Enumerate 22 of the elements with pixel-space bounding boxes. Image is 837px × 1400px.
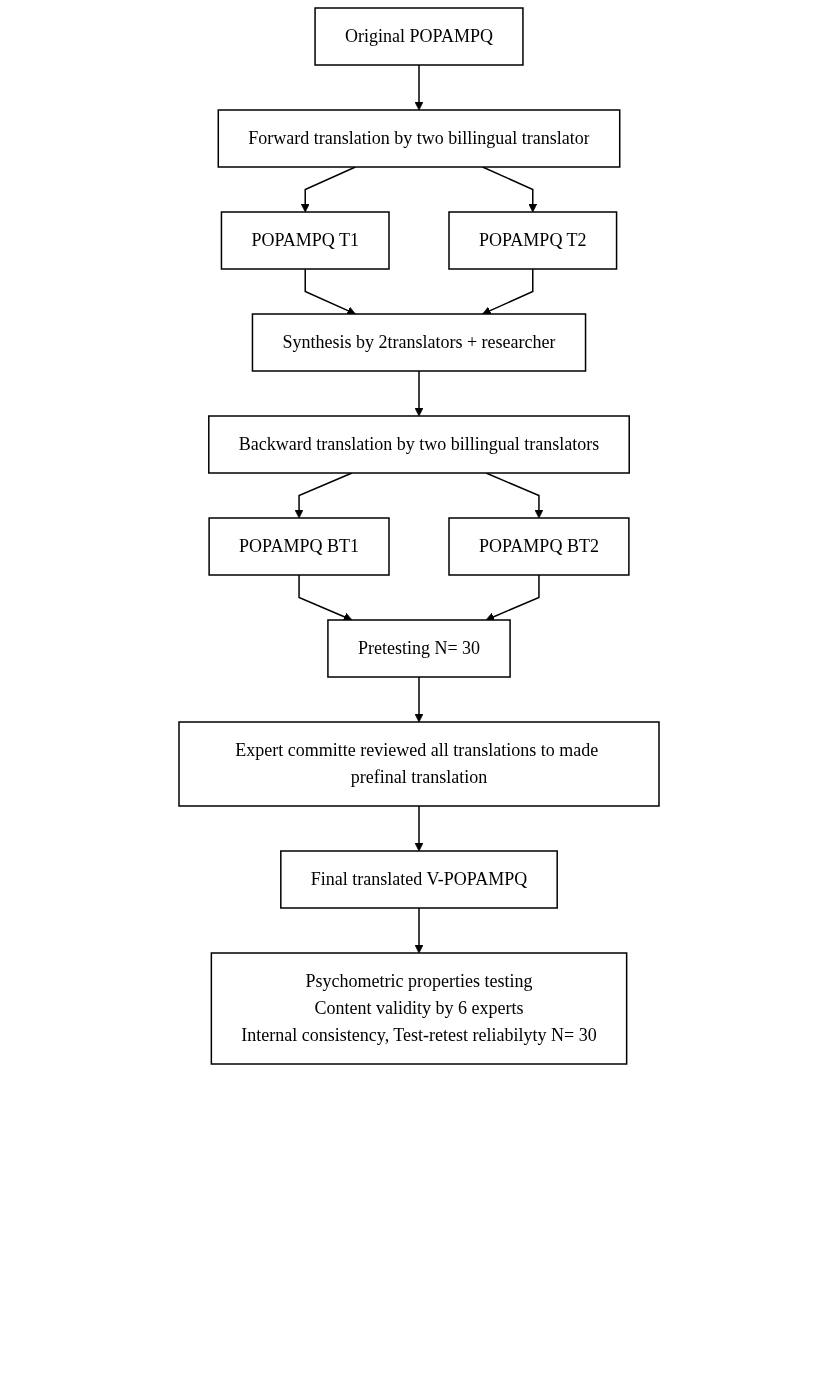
node-box: POPAMPQ BT1 xyxy=(207,517,390,576)
node-box: POPAMPQ T1 xyxy=(220,211,390,270)
arrow xyxy=(300,166,356,213)
node-box: POPAMPQ T2 xyxy=(447,211,617,270)
node-box: Pretesting N= 30 xyxy=(326,619,511,678)
node-box: Original POPAMPQ xyxy=(313,7,524,66)
node-box: Psychometric properties testing Content validity by 6 experts Internal consistency, Test-retest reliabilyty N= 30 xyxy=(210,952,627,1065)
arrow xyxy=(485,574,540,621)
arrow xyxy=(303,268,356,315)
node-box: Expert committe reviewed all translations to made prefinal translation xyxy=(177,721,660,807)
arrow xyxy=(414,370,423,417)
arrow xyxy=(414,907,423,954)
node-box: Backward translation by two billingual translators xyxy=(207,415,630,474)
arrow xyxy=(414,676,423,723)
node-box: Synthesis by 2translators + researcher xyxy=(251,313,586,372)
arrow xyxy=(297,574,352,621)
node-box: Final translated V-POPAMPQ xyxy=(279,850,558,909)
node-box: POPAMPQ BT2 xyxy=(447,517,630,576)
arrow xyxy=(414,64,423,111)
arrow xyxy=(481,268,534,315)
node-box: Forward translation by two billingual translator xyxy=(217,109,620,168)
arrow xyxy=(414,805,423,852)
